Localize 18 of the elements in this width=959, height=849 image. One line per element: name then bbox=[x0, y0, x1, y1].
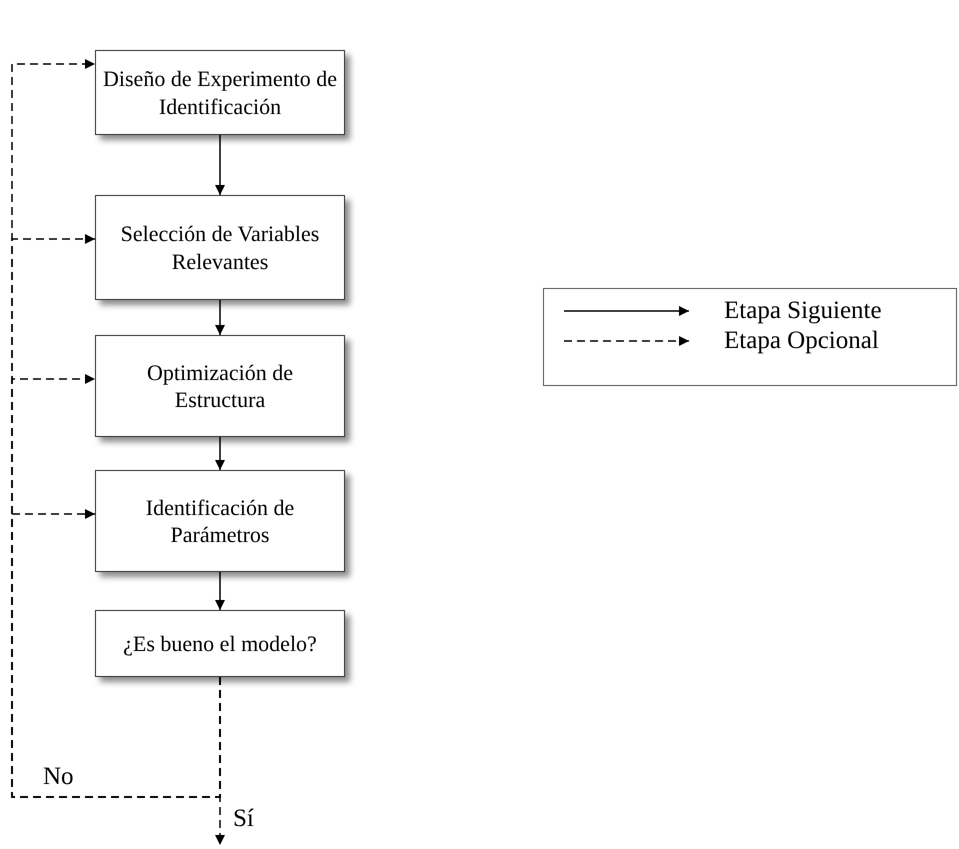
process-box bbox=[95, 610, 345, 677]
box-label: Identificación de Parámetros bbox=[144, 494, 296, 548]
legend-label: Etapa Opcional bbox=[724, 327, 879, 354]
process-box bbox=[95, 335, 345, 437]
legend-label: Etapa Siguiente bbox=[724, 297, 882, 324]
box-label: Selección de Variables Relevantes bbox=[120, 220, 320, 275]
arrow bbox=[215, 300, 225, 335]
process-box bbox=[95, 470, 345, 572]
box-label: ¿Es bueno el modelo? bbox=[123, 630, 317, 658]
arrow bbox=[215, 677, 225, 845]
box-label: Diseño de Experimento de Identificación bbox=[102, 65, 338, 120]
box-label: Optimización de Estructura bbox=[146, 358, 294, 414]
arrow bbox=[215, 135, 225, 195]
process-box bbox=[95, 50, 345, 135]
arrow bbox=[215, 437, 225, 470]
arrow bbox=[11, 509, 221, 798]
arrow bbox=[215, 572, 225, 610]
process-box bbox=[95, 195, 345, 300]
